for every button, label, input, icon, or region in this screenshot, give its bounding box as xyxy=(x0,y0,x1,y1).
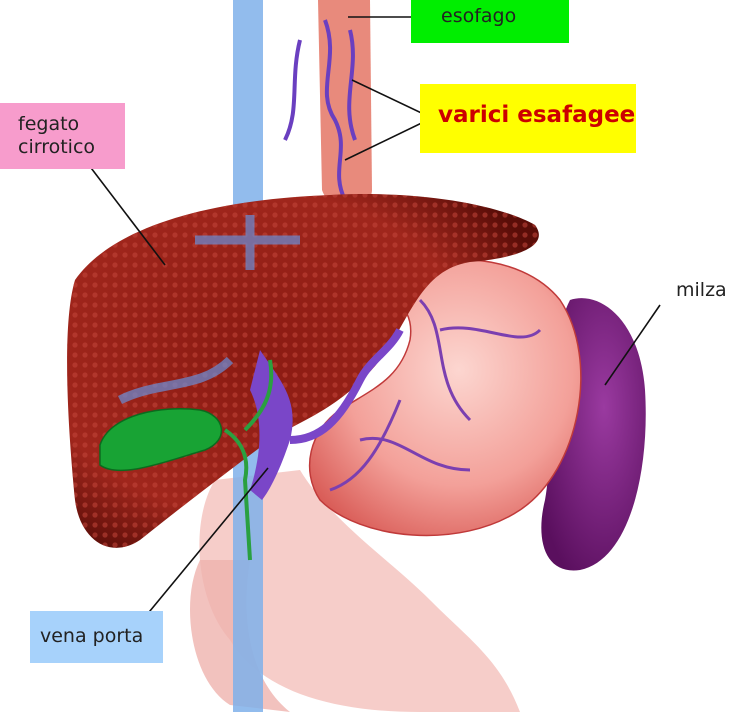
label-cirrhotic-liver: fegato cirrotico xyxy=(0,103,125,169)
label-text: fegato cirrotico xyxy=(18,113,96,158)
label-portal-vein: vena porta xyxy=(30,611,163,663)
label-spleen: milza xyxy=(676,279,727,301)
bile-duct xyxy=(223,359,274,561)
gallbladder xyxy=(99,408,223,472)
gastric-veins xyxy=(329,298,542,492)
esophageal-varices xyxy=(283,19,357,201)
label-esophageal-varices: varici esafagee xyxy=(420,84,636,153)
stomach xyxy=(308,258,582,537)
hepatic-veins xyxy=(117,215,300,405)
label-esophagus: esofago xyxy=(411,0,569,43)
intestine xyxy=(199,470,520,712)
portal-vein xyxy=(250,350,293,500)
